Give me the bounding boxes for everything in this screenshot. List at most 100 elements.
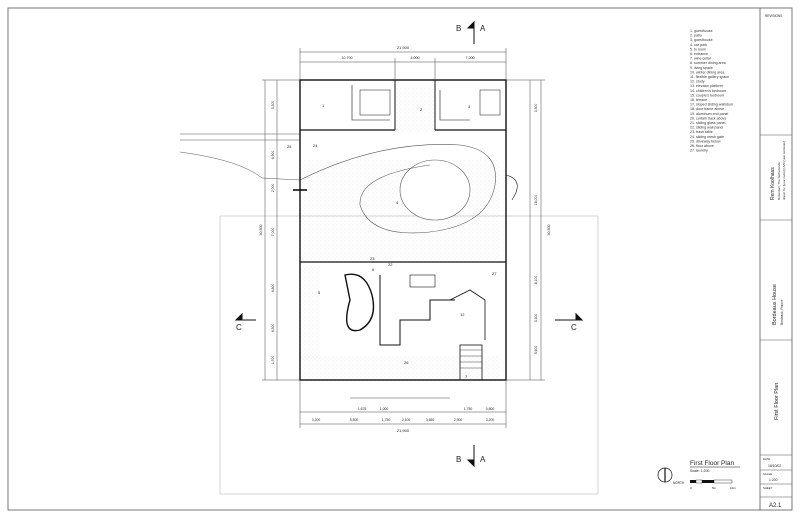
legend-item: 10. winter dining area bbox=[690, 70, 724, 74]
sheet-number: A2.1 bbox=[769, 503, 782, 509]
building-walls bbox=[293, 79, 518, 381]
legend-item: 17. sloped sliding wall/door bbox=[690, 103, 734, 107]
room-number: 22 bbox=[388, 262, 393, 267]
dim-left-part: 1,700 bbox=[271, 356, 275, 365]
dim-top-part: 4,000 bbox=[411, 56, 420, 60]
scale-bar bbox=[690, 479, 733, 484]
dim-bottom-row2: 3,200 bbox=[486, 418, 495, 422]
floor-above-paving bbox=[300, 355, 500, 380]
legend-item: 14. children's bedroom bbox=[690, 89, 726, 93]
title-block: REVISIONS Rem Koolhaas Rotterdam, The Ne… bbox=[760, 14, 792, 509]
section-label-c-left: C bbox=[236, 323, 242, 332]
section-label-a-top: A bbox=[480, 24, 486, 33]
dim-bottom-row2: 1,750 bbox=[382, 418, 391, 422]
dim-bottom-row1: 0,800 bbox=[486, 407, 495, 411]
room-number: 26 bbox=[404, 360, 409, 365]
drawing-scale: Scale: 1:200 bbox=[690, 469, 710, 473]
legend-item: 8. summer dining area bbox=[690, 61, 726, 65]
section-mark-top bbox=[466, 20, 475, 44]
room-number: 6 bbox=[372, 267, 375, 272]
dim-bottom-row2: 5,500 bbox=[350, 418, 359, 422]
dim-top-total: 21,900 bbox=[397, 45, 410, 50]
room-number: 23 bbox=[370, 256, 375, 261]
section-label-b-bottom: B bbox=[456, 455, 461, 464]
legend-item: 13. elevator platform bbox=[690, 84, 723, 88]
tv-room-paving bbox=[300, 265, 320, 360]
dim-bottom-row1: 1,000 bbox=[380, 407, 389, 411]
scale-bar-label: 5m bbox=[712, 486, 717, 490]
dim-right-lower: 8,100 bbox=[534, 276, 538, 285]
dim-left-total: 30,500 bbox=[259, 225, 263, 236]
room-number: 4 bbox=[396, 200, 399, 205]
driveway bbox=[179, 133, 301, 181]
patio-paving bbox=[395, 88, 435, 133]
room-number: 7 bbox=[465, 374, 468, 379]
dim-right-upper: 18,000 bbox=[534, 195, 538, 205]
sheet-label: SHEET bbox=[763, 486, 773, 490]
sheet-border bbox=[7, 7, 793, 511]
scale-label: SCALE bbox=[763, 472, 772, 476]
section-mark-left bbox=[234, 312, 256, 321]
dim-bottom-row2: 2,900 bbox=[454, 418, 463, 422]
sheet-title: First Floor Plan bbox=[774, 383, 780, 420]
legend-item: 2. patio bbox=[690, 34, 702, 38]
legend-item: 19. aluminum end panel bbox=[690, 112, 729, 116]
dim-right-total: 30,500 bbox=[547, 225, 551, 236]
section-label-a-bottom: A bbox=[480, 455, 486, 464]
scale-bar-label: 10m bbox=[730, 486, 736, 490]
room-number: 1 bbox=[322, 103, 325, 108]
legend-item: 20. curtain track above bbox=[690, 116, 726, 120]
dim-bottom-row2: 2,100 bbox=[402, 418, 411, 422]
drawn-by: drawn by: [your name] [UVIC/year semeste… bbox=[782, 141, 786, 200]
section-label-b-top: B bbox=[456, 24, 461, 33]
dim-bottom-row1: 1,750 bbox=[464, 407, 473, 411]
legend-item: 6. entrance bbox=[690, 52, 708, 56]
project-location: Bordeaux, France bbox=[780, 299, 784, 325]
section-mark-bottom bbox=[466, 445, 475, 468]
legend-item: 3. guesthouse bbox=[690, 38, 713, 42]
legend-item: 1. guesthouse bbox=[690, 29, 713, 33]
legend-item: 22. sliding wall panel bbox=[690, 126, 723, 130]
dim-bottom-total: 21,900 bbox=[397, 428, 410, 433]
dimension-lines bbox=[262, 48, 545, 428]
legend-item: 16. terrace bbox=[690, 98, 707, 102]
room-number: 5 bbox=[318, 290, 321, 295]
legend-item: 12. study bbox=[690, 80, 705, 84]
legend-item: 26. floor above bbox=[690, 144, 714, 148]
legend-item: 23. trash table bbox=[690, 130, 713, 134]
drawing-title-block: First Floor Plan Scale: 1:200 NORTH 0 5m… bbox=[657, 460, 740, 490]
legend-item: 4. car park bbox=[690, 43, 707, 47]
architect-name: Rem Koolhaas bbox=[770, 167, 776, 200]
drawing-title: First Floor Plan bbox=[690, 460, 734, 467]
room-number: 24 bbox=[313, 143, 318, 148]
dim-left-part: 4,800 bbox=[271, 284, 275, 293]
dimension-texts: 21,900 10,700 4,000 7,200 3,300 6,900 2,… bbox=[259, 45, 551, 433]
dim-right-upper: 3,500 bbox=[534, 104, 538, 113]
scale-bar-label: 0 bbox=[690, 486, 692, 490]
revisions-label: REVISIONS bbox=[765, 14, 782, 18]
driveway-spiral bbox=[299, 144, 496, 234]
scale-value: 1:200 bbox=[769, 478, 778, 482]
architect-location: Rotterdam, The Netherlands bbox=[777, 162, 781, 200]
legend-item: 9. living space bbox=[690, 66, 713, 70]
legend-item: 25. driveway below bbox=[690, 139, 721, 143]
legend-item: 11. flexible gallery space bbox=[690, 75, 729, 79]
dim-left-part: 4,500 bbox=[271, 324, 275, 333]
legend-item: 24. sliding mesh gate bbox=[690, 135, 724, 139]
dim-left-part: 3,300 bbox=[271, 101, 275, 110]
legend-item: 15. couple's bedroom bbox=[690, 93, 724, 97]
date-label: DATE bbox=[763, 457, 770, 461]
room-number: 2 bbox=[420, 107, 423, 112]
dim-top-part: 7,200 bbox=[466, 56, 475, 60]
room-number: 3 bbox=[468, 104, 471, 109]
dim-left-part: 7,000 bbox=[271, 228, 275, 237]
room-number: 27 bbox=[492, 271, 497, 276]
section-label-c-right: C bbox=[571, 323, 577, 332]
section-mark-right bbox=[555, 312, 584, 321]
dim-top-part: 10,700 bbox=[342, 56, 353, 60]
legend-item: 21. sliding glass panel bbox=[690, 121, 726, 125]
room-number: 12 bbox=[460, 312, 465, 317]
dim-right-lower: 3,300 bbox=[534, 314, 538, 323]
